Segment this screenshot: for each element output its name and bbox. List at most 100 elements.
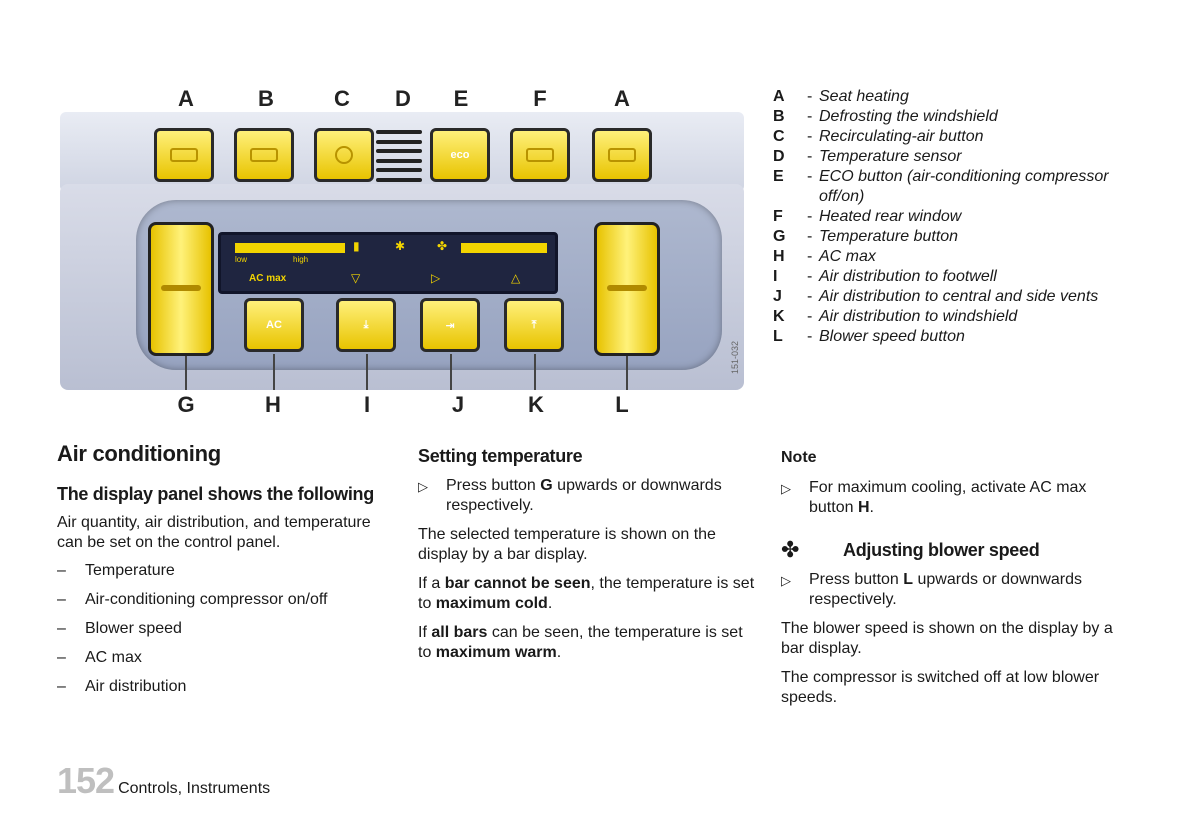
legend-key: E [773,168,784,185]
legend-text: Temperature sensor [819,148,962,165]
windshield-air-icon: ⤒ [531,318,537,331]
fig-letter-a1: A [178,86,194,111]
legend-key: G [773,228,786,245]
legend-key: D [773,148,785,165]
thermometer-icon: ▮ [353,239,360,253]
legend-row: K-Air distribution to windshield [773,307,1113,327]
list-item: –Blower speed [57,620,182,637]
fig-letter-k: K [528,392,544,417]
windshield-icon [250,148,278,162]
legend-text: Seat heating [819,88,909,105]
leader-line-k [534,354,536,390]
lcd-fan-icon: ✤ [437,239,448,253]
fig-letter-f: F [533,86,547,111]
legend-row: H-AC max [773,247,1113,267]
air-windshield-button[interactable]: ⤒ [504,298,564,352]
legend-dash [807,187,819,207]
column-air-conditioning: Air conditioning The display panel shows… [57,440,387,706]
fig-letter-g: G [177,392,195,417]
column-note-blower: Note ▷ For maximum cooling, activate AC … [781,440,1121,708]
blower-step: ▷ Press button L upwards or downwards re… [781,571,1083,608]
list-item: –Air distribution [57,678,187,695]
seat-icon [170,148,198,162]
blower-bar [461,243,547,253]
fig-letter-i: I [363,392,371,417]
legend-text: Air distribution to central and side ven… [819,288,1099,305]
legend-text: Air distribution to windshield [819,308,1018,325]
seat-heating-left-button[interactable] [154,128,214,182]
rear-window-icon [526,148,554,162]
legend-text: Defrosting the windshield [819,108,998,125]
legend-text: AC max [819,248,876,265]
legend-text: Temperature button [819,228,959,245]
legend-dash: - [807,308,813,325]
triangle-right-icon: ▷ [781,481,791,496]
recirculating-air-button[interactable] [314,128,374,182]
triangle-right-icon: ▷ [781,573,791,588]
legend-row: F-Heated rear window [773,207,1113,227]
section-title: Air conditioning [57,441,221,466]
legend-dash: - [807,208,813,225]
blower-title: Adjusting blower speed [843,540,1040,560]
blower-heading: ✤ Adjusting blower speed [781,537,1121,562]
air-footwell-button[interactable]: ⤓ [336,298,396,352]
maximum-warm-paragraph: If all bars can be seen, the temperature… [418,624,743,661]
fig-letter-d: D [395,86,411,111]
leader-line-l [626,356,628,390]
lcd-ac-max-label: AC max [249,273,287,284]
legend-text: off/on) [819,188,865,205]
intro-paragraph: Air quantity, air distribution, and temp… [57,514,371,551]
display-items-list: –Temperature –Air-conditioning compressor… [57,561,387,697]
control-panel-illustration: A B C D E F A eco ▮ ✱ ✤ low high AC max … [58,84,748,420]
legend-key: L [773,328,783,345]
note-title: Note [781,449,817,466]
legend-key: I [773,268,778,285]
eco-button[interactable]: eco [430,128,490,182]
list-item: –Air-conditioning compressor on/off [57,591,328,608]
lcd-vents-icon: ▷ [431,271,441,285]
legend-text: Air distribution to footwell [819,268,997,285]
blower-speed-rocker[interactable] [594,222,660,356]
legend-dash: - [807,148,813,165]
ac-max-button[interactable]: AC [244,298,304,352]
legend-dash: - [807,88,813,105]
fig-letter-e: E [453,86,469,111]
fig-letter-a2: A [614,86,630,111]
temperature-bar-paragraph: The selected temperature is shown on the… [418,526,716,563]
leader-line-i [366,354,368,390]
legend-text: ECO button (air-conditioning compressor [819,168,1109,185]
recirculate-icon [335,146,353,164]
fan-icon: ✤ [781,537,800,562]
legend-dash: - [807,108,813,125]
legend-dash: - [807,328,813,345]
fig-letter-b: B [258,86,274,111]
legend-key: H [773,248,785,265]
vents-icon: ⇥ [445,319,455,332]
temperature-rocker[interactable] [148,222,214,356]
lcd-footwell-icon: ▽ [351,271,361,285]
legend-row: off/on) [773,187,1113,207]
heated-rear-window-button[interactable] [510,128,570,182]
legend-text: Blower speed button [819,328,965,345]
legend-row: G-Temperature button [773,227,1113,247]
legend-row: C-Recirculating-air button [773,127,1113,147]
legend-text: Recirculating-air button [819,128,984,145]
legend-row: D -Temperature sensor [773,147,1113,167]
footer-section: Controls, Instruments [118,780,271,797]
seat-heating-right-button[interactable] [592,128,652,182]
fig-letter-c: C [334,86,350,111]
fig-letter-j: J [451,392,465,417]
defrost-windshield-button[interactable] [234,128,294,182]
air-vents-button[interactable]: ⇥ [420,298,480,352]
figure-code: 151-032 [730,340,740,374]
legend-dash: - [807,168,813,185]
compressor-paragraph: The compressor is switched off at low bl… [781,669,1100,706]
lcd-display: ▮ ✱ ✤ low high AC max ▽ ▷ △ [218,232,558,294]
list-item: –Temperature [57,562,175,579]
legend-row: J-Air distribution to central and side v… [773,287,1113,307]
blower-bar-paragraph: The blower speed is shown on the display… [781,620,1113,657]
sun-icon: ✱ [395,239,406,253]
subsection-title: The display panel shows the following [57,484,374,504]
legend-key [773,187,807,207]
